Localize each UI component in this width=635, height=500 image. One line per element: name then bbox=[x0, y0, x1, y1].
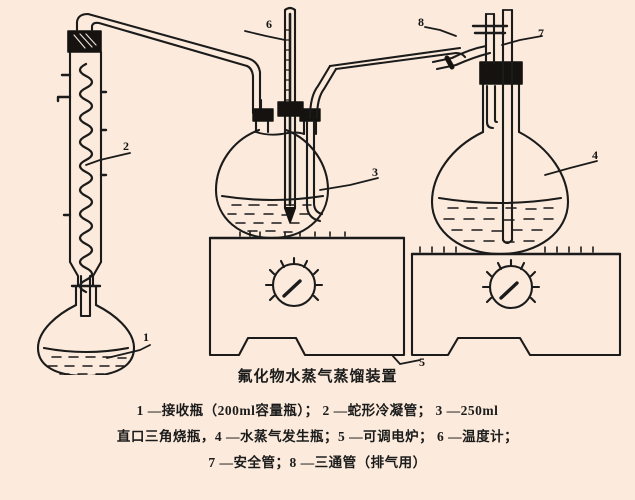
figure-title: 氟化物水蒸气蒸馏装置 bbox=[237, 369, 398, 385]
hotplate-surface-hatching bbox=[239, 231, 594, 253]
steam-generator-flask bbox=[430, 61, 570, 256]
figure-caption-block: 氟化物水蒸气蒸馏装置 1 —接收瓶（200ml容量瓶）； 2 —蛇形冷凝管； 3… bbox=[0, 368, 635, 476]
condenser-to-flask-tube bbox=[75, 12, 249, 68]
three-way-tube bbox=[431, 12, 509, 71]
flask3-liquid bbox=[220, 194, 325, 233]
flask4-steam-outlet bbox=[485, 84, 499, 130]
callout-3: 3 bbox=[372, 165, 378, 179]
flask3-inlet-tube bbox=[245, 56, 262, 115]
three-way-tube-clip bbox=[444, 55, 455, 70]
legend-line-2: 直口三角烧瓶，4 —水蒸气发生瓶；5 —可调电炉； 6 —温度计； bbox=[116, 429, 519, 444]
callout-2: 2 bbox=[123, 139, 129, 153]
callout-labels: 1 2 3 4 5 6 7 8 bbox=[123, 15, 598, 369]
flask4-liquid bbox=[437, 196, 563, 243]
receiving-flask bbox=[36, 274, 136, 375]
hotplate-left bbox=[208, 236, 406, 357]
condenser-stopper bbox=[67, 30, 102, 53]
safety-tube bbox=[501, 8, 514, 245]
callout-4: 4 bbox=[592, 148, 598, 162]
hotplate-right bbox=[410, 252, 622, 357]
callout-1: 1 bbox=[143, 330, 149, 344]
callout-6: 6 bbox=[266, 17, 272, 31]
apparatus-diagram: 1 2 3 4 5 6 7 8 bbox=[36, 6, 622, 375]
thermometer bbox=[277, 6, 304, 224]
callout-8: 8 bbox=[418, 15, 424, 29]
callout-5: 5 bbox=[419, 355, 425, 369]
spiral-condenser bbox=[56, 50, 108, 294]
legend-line-3: 7 —安全管；8 —三通管（排气用） bbox=[208, 455, 427, 470]
legend-line-1: 1 —接收瓶（200ml容量瓶）； 2 —蛇形冷凝管； 3 —250ml bbox=[136, 403, 499, 418]
callout-7: 7 bbox=[538, 26, 544, 40]
callout-leaders bbox=[85, 26, 598, 365]
